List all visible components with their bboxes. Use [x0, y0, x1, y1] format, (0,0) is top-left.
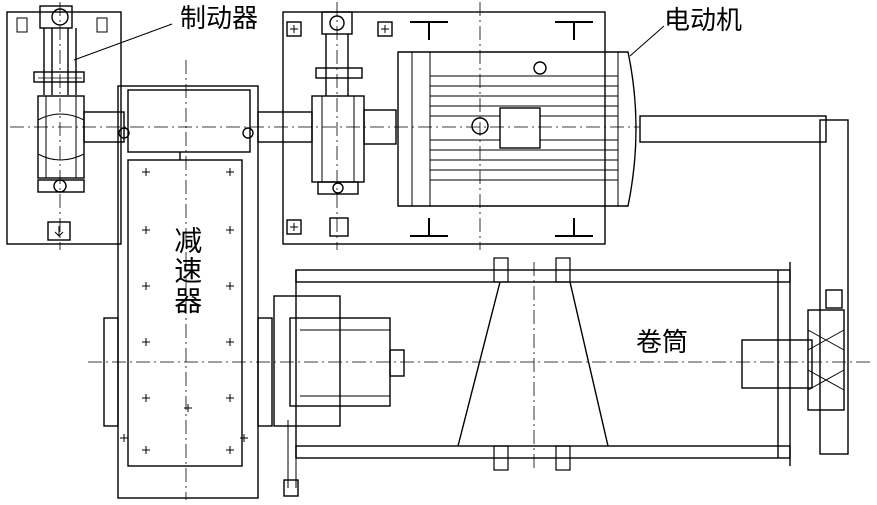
brake-leader-line [73, 23, 173, 61]
drum-assembly [273, 119, 849, 497]
left-brake-shoe [37, 95, 85, 179]
left-brake-assembly [6, 5, 125, 245]
reducer-body [103, 85, 273, 499]
motor-base-frame [282, 11, 606, 245]
motor-label: 电动机 [664, 6, 743, 36]
brake-label: 制动器 [180, 4, 259, 34]
motor-leader-line [629, 25, 665, 57]
leader-lines [73, 23, 665, 61]
center-lines [10, 2, 870, 500]
reducer-label: 减速器 [170, 226, 204, 316]
left-brake-frame [6, 11, 122, 245]
middle-brake-assembly [257, 11, 397, 195]
motor-body [397, 51, 827, 207]
drum-label: 卷筒 [634, 328, 691, 358]
